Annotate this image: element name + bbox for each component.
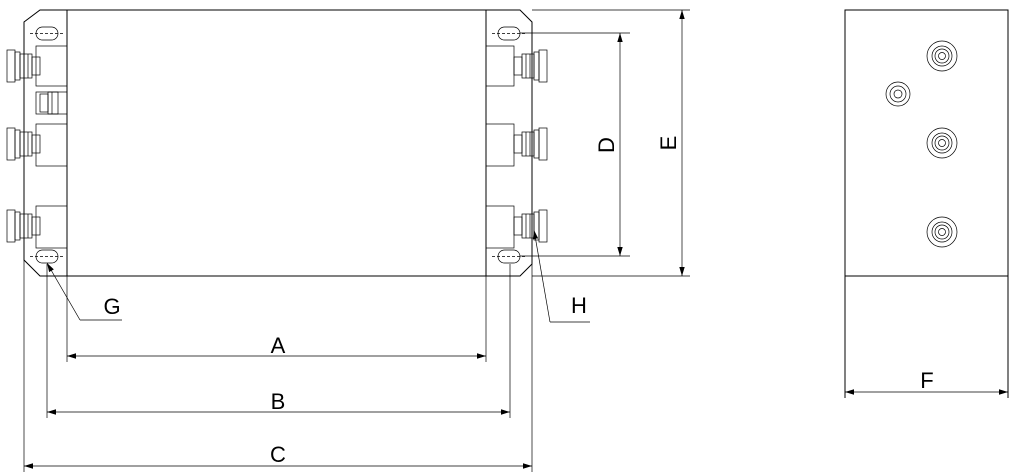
dimension-c-label: C (270, 442, 286, 467)
mounting-slot-top-left (30, 26, 64, 41)
terminal-nut-ground (885, 81, 911, 107)
dimension-f-label: F (920, 368, 933, 393)
terminal-stud-right-2 (513, 127, 548, 161)
terminal-stud-right-1 (513, 49, 548, 83)
leader-g: G (46, 262, 122, 321)
terminal-nut-2 (926, 127, 958, 159)
mounting-slot-bottom-right (492, 249, 526, 264)
terminal-stud-right-3 (513, 209, 548, 243)
dimension-d-label: D (594, 137, 619, 153)
leader-h-label: H (571, 293, 587, 318)
dimension-e-label: E (656, 136, 681, 151)
dimension-b: B (47, 389, 510, 415)
leader-g-label: G (103, 294, 120, 319)
front-view: A B C D E G H (6, 9, 690, 472)
filter-body (66, 9, 487, 277)
leader-h: H (532, 229, 590, 323)
terminal-nut-1 (926, 40, 958, 72)
dimension-a: A (67, 333, 486, 359)
terminal-nut-3 (926, 216, 958, 248)
dimension-b-label: B (271, 389, 286, 414)
dimension-e: E (656, 10, 685, 276)
dimension-d: D (594, 33, 623, 256)
side-view: F (844, 9, 1009, 398)
side-body (844, 9, 1009, 277)
dimension-f: F (845, 368, 1008, 395)
ground-stud (35, 91, 68, 115)
mounting-slot-bottom-left (30, 249, 64, 264)
mounting-flange (23, 9, 533, 277)
mounting-slot-top-right (492, 26, 526, 41)
dimension-a-label: A (271, 333, 286, 358)
dimension-c: C (24, 442, 532, 469)
